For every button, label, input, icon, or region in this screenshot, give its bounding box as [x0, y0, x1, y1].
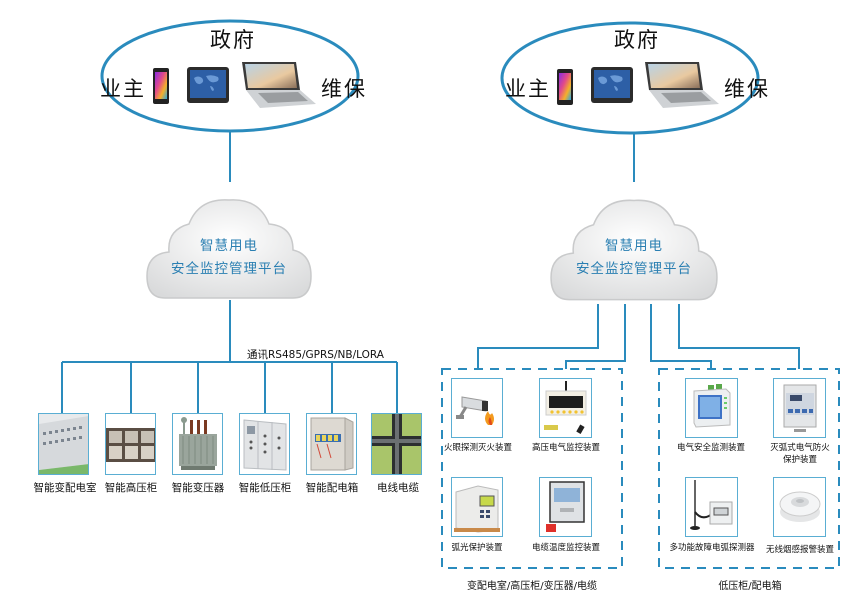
- group-caption-hv: 变配电室/高压柜/变压器/电缆: [466, 581, 598, 592]
- group-caption-lv: 低压柜/配电箱: [718, 581, 782, 592]
- tablet-icon: [187, 67, 229, 103]
- arc-extinguish-icon: [774, 379, 825, 437]
- device-label-transformer: 智能变压器: [171, 482, 225, 494]
- hv-monitor-icon: [540, 379, 591, 437]
- cable-icon: [372, 414, 421, 474]
- device-box-arc-protection: [451, 477, 503, 537]
- low-voltage-cabinet-icon: [240, 414, 289, 474]
- high-voltage-cabinet-icon: [106, 414, 155, 474]
- device-box-hv-cabinet: [105, 413, 156, 475]
- device-label-switchgear-room: 智能变配电室: [33, 482, 97, 494]
- right-cloud-subtitle: 安全监控管理平台: [576, 261, 692, 277]
- device-box-smoke-detector: [773, 477, 826, 537]
- smartphone-icon: [153, 68, 169, 104]
- device-label-cable-temp: 电缆温度监控装置: [531, 543, 600, 553]
- right-link-2: [565, 304, 626, 369]
- right-cloud-title: 智慧用电: [605, 238, 663, 254]
- cloud-icon: [550, 199, 718, 301]
- right-ring-left-label: 业主: [505, 77, 551, 101]
- right-platform-cloud: 智慧用电 安全监控管理平台: [547, 190, 721, 304]
- safety-monitor-icon: [686, 379, 737, 437]
- cable-temp-monitor-icon: [540, 478, 591, 536]
- device-box-transformer: [172, 413, 223, 475]
- device-box-switchgear-room: [38, 413, 89, 475]
- camera-fire-icon: [452, 379, 502, 437]
- arc-protection-icon: [452, 478, 502, 536]
- device-label-hv-cabinet: 智能高压柜: [104, 482, 158, 494]
- right-link-1: [477, 304, 599, 369]
- device-label-hv-monitor: 高压电气监控装置: [531, 443, 600, 453]
- arc-detector-icon: [686, 478, 737, 536]
- comm-protocol-label: 通讯RS485/GPRS/NB/LORA: [247, 349, 384, 361]
- device-label-arc-protection: 弧光保护装置: [451, 543, 503, 553]
- distribution-box-icon: [307, 414, 356, 474]
- device-label-cable: 电线电缆: [377, 482, 419, 494]
- device-box-lv-cabinet: [239, 413, 290, 475]
- switchgear-room-icon: [39, 414, 88, 474]
- laptop-icon: [242, 62, 316, 108]
- device-box-arc-detector: [685, 477, 738, 537]
- device-label-arc-extinguish-line1: 灭弧式电气防火: [770, 443, 830, 453]
- device-box-hv-monitor: [539, 378, 592, 438]
- device-box-fire-eye: [451, 378, 503, 438]
- device-label-smoke-detector: 无线烟感报警装置: [765, 545, 834, 555]
- right-link-3: [650, 304, 712, 369]
- device-box-cable: [371, 413, 422, 475]
- transformer-icon: [173, 414, 222, 474]
- left-cloud-subtitle: 安全监控管理平台: [171, 261, 287, 277]
- right-ring-top-label: 政府: [610, 28, 664, 52]
- device-label-arc-extinguish-line2: 保护装置: [782, 455, 817, 465]
- device-label-fire-eye: 火眼探测灭火装置: [444, 443, 513, 453]
- device-box-safety-monitor: [685, 378, 738, 438]
- device-label-lv-cabinet: 智能低压柜: [238, 482, 292, 494]
- device-box-cable-temp: [539, 477, 592, 537]
- left-ring-right-label: 维保: [321, 77, 367, 101]
- left-ring-top-label: 政府: [206, 28, 260, 52]
- cloud-icon: [146, 199, 312, 299]
- left-cloud-title: 智慧用电: [200, 238, 258, 254]
- left-ring-left-label: 业主: [100, 77, 146, 101]
- smartphone-icon: [557, 69, 573, 105]
- smoke-detector-icon: [774, 478, 825, 536]
- right-link-4: [678, 304, 800, 369]
- right-ring-right-label: 维保: [724, 77, 770, 101]
- device-box-distribution-box: [306, 413, 357, 475]
- device-label-distribution-box: 智能配电箱: [305, 482, 359, 494]
- device-label-arc-detector: 多功能故障电弧探测器: [669, 543, 755, 553]
- device-box-arc-extinguish: [773, 378, 826, 438]
- device-label-safety-monitor: 电气安全监测装置: [676, 443, 745, 453]
- tablet-icon: [591, 67, 633, 103]
- left-platform-cloud: 智慧用电 安全监控管理平台: [143, 190, 315, 302]
- laptop-icon: [645, 62, 719, 108]
